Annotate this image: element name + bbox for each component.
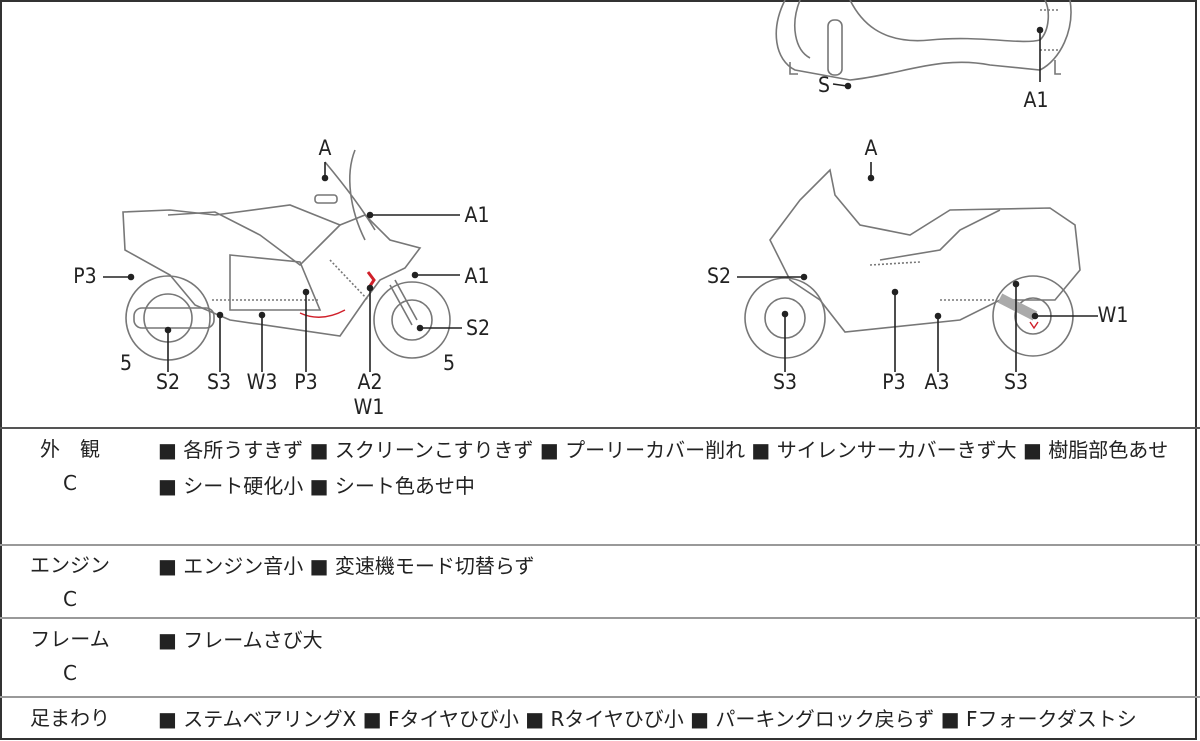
- section-name: 外 観: [40, 437, 100, 461]
- label-top-s: S: [818, 73, 830, 97]
- section-label: 外 観 C: [22, 432, 142, 500]
- label-left-w1: W1: [353, 395, 385, 419]
- section-engine: エンジン C ■ エンジン音小 ■ 変速機モード切替らず: [0, 548, 1200, 616]
- divider: [0, 696, 1200, 698]
- label-left-a: A: [318, 136, 332, 160]
- label-left-a2: A2: [357, 370, 383, 394]
- label-left-p3: P3: [294, 370, 318, 394]
- section-name: フレーム: [30, 627, 110, 651]
- label-right-p3: P3: [882, 370, 906, 394]
- section-name: 足まわり: [30, 706, 110, 730]
- label-left-a1-upper: A1: [464, 203, 490, 227]
- label-right-w1: W1: [1097, 303, 1129, 327]
- label-right-a3: A3: [924, 370, 950, 394]
- section-items: ■ 各所うすきず ■ スクリーンこすりきず ■ プーリーカバー削れ ■ サイレン…: [158, 438, 1169, 498]
- section-grade: C: [63, 661, 77, 685]
- label-right-s3-front: S3: [772, 370, 798, 394]
- scooter-drawings: [103, 0, 1098, 372]
- label-left-w3: W3: [246, 370, 278, 394]
- label-right-s3-rear: S3: [1003, 370, 1029, 394]
- label-top-a1: A1: [1023, 88, 1049, 112]
- divider: [0, 427, 1200, 429]
- section-label: 足まわり: [22, 701, 142, 735]
- scooter-left-view: [122, 149, 451, 361]
- label-left-5-rear: 5: [119, 351, 133, 375]
- divider: [0, 544, 1200, 546]
- section-items: ■ ステムベアリングX ■ Fタイヤひび小 ■ Rタイヤひび小 ■ パーキングロ…: [158, 707, 1137, 731]
- label-left-s2: S2: [155, 370, 181, 394]
- section-exterior: 外 観 C ■ 各所うすきず ■ スクリーンこすりきず ■ プーリーカバー削れ …: [0, 432, 1200, 544]
- label-left-s3: S3: [206, 370, 232, 394]
- section-label: フレーム C: [22, 622, 142, 690]
- scooter-top-view: [775, 0, 1072, 81]
- label-left-s2-front: S2: [465, 316, 491, 340]
- section-name: エンジン: [30, 553, 110, 577]
- section-suspension: 足まわり ■ ステムベアリングX ■ Fタイヤひび小 ■ Rタイヤひび小 ■ パ…: [0, 701, 1200, 741]
- section-grade: C: [63, 587, 77, 611]
- section-grade: C: [63, 471, 77, 495]
- section-items: ■ フレームさび大: [158, 628, 323, 652]
- label-left-5-front: 5: [442, 351, 456, 375]
- divider: [0, 617, 1200, 619]
- section-frame: フレーム C ■ フレームさび大: [0, 622, 1200, 694]
- section-items: ■ エンジン音小 ■ 変速機モード切替らず: [158, 554, 535, 578]
- label-right-a: A: [864, 136, 878, 160]
- damage-diagram: S A1 A A1 A1 P3 S2 5 S2 S3 W3 P3 A2 W1 5…: [73, 0, 1129, 419]
- leader-lines: [103, 26, 1098, 372]
- label-right-s2: S2: [706, 264, 732, 288]
- scooter-right-view: [744, 168, 1081, 359]
- section-label: エンジン C: [22, 548, 142, 616]
- label-left-p3-rear: P3: [73, 264, 97, 288]
- label-left-a1-lower: A1: [464, 264, 490, 288]
